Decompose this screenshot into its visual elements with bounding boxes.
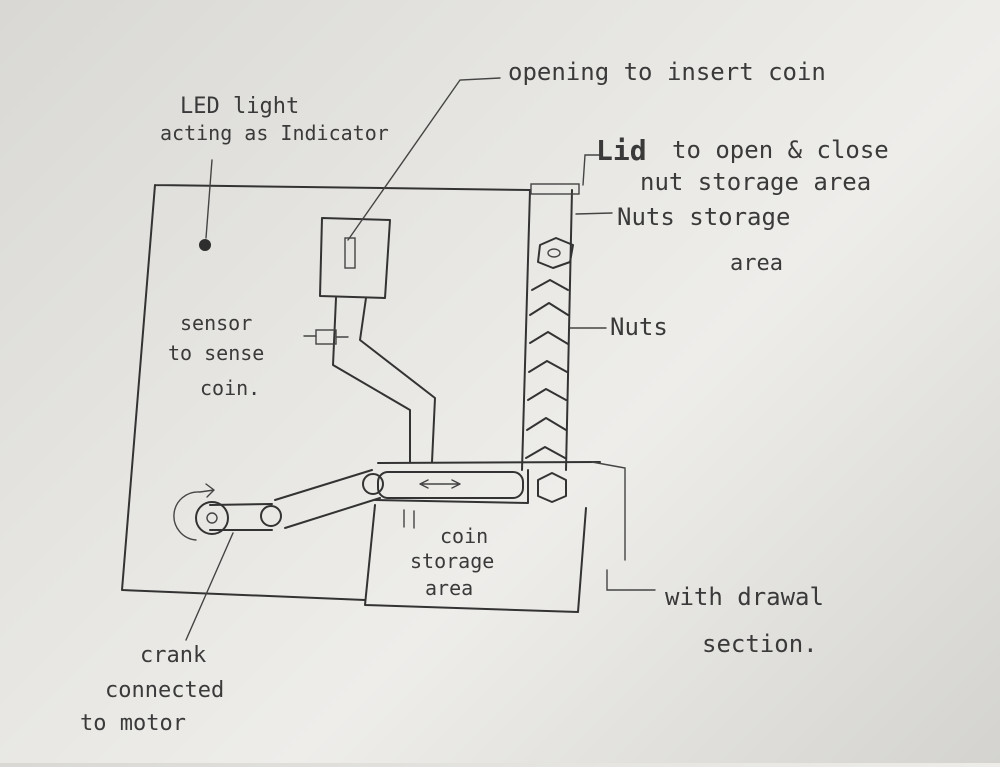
- led-indicator: [199, 239, 211, 251]
- coin-storage-box: [364, 504, 587, 613]
- crank-pivot: [260, 505, 282, 527]
- led-label-line-1: LED light: [180, 94, 299, 119]
- opening-label: opening to insert coin: [508, 58, 826, 86]
- lid-label-line-2: nut storage area: [640, 168, 871, 196]
- nut-5: [528, 360, 568, 373]
- storage-lid: [530, 183, 580, 195]
- coin-chute: [332, 297, 436, 463]
- slider-bar: [377, 471, 524, 499]
- rotation-arrow-icon: [173, 483, 215, 541]
- nuts-storage-label-2: area: [730, 251, 783, 276]
- crank-leader-line: [185, 532, 234, 641]
- crank-label-3: to motor: [80, 711, 186, 736]
- crank-wheel: [195, 501, 229, 535]
- storage-leader-line: [575, 212, 613, 215]
- withdrawal-label-2: section.: [702, 630, 818, 658]
- opening-leader-line: [347, 77, 501, 241]
- nut-storage-column: [521, 189, 573, 471]
- lid-label-word: Lid: [596, 134, 647, 167]
- withdrawal-label-1: with drawal: [665, 583, 824, 611]
- nut-4: [529, 331, 569, 345]
- sensor-label-2: to sense: [168, 341, 264, 365]
- connecting-rod: [274, 469, 381, 529]
- nuts-storage-label-1: Nuts storage: [617, 203, 790, 231]
- crank-label-2: connected: [105, 678, 224, 703]
- sensor-label-3: coin.: [200, 376, 260, 400]
- crank-hub: [206, 512, 218, 524]
- coin-storage-label-3: area: [425, 576, 473, 600]
- nut-3: [529, 302, 569, 316]
- lid-label-rest: to open & close: [672, 136, 889, 164]
- nut-top: [537, 237, 574, 269]
- nut-hole: [547, 248, 561, 258]
- led-label-line-2: acting as Indicator: [160, 121, 389, 145]
- withdrawal-leader-line: [591, 461, 656, 591]
- led-leader-line: [205, 159, 213, 239]
- nuts-label: Nuts: [610, 313, 668, 341]
- coin-sensor: [315, 329, 337, 345]
- nut-6: [527, 388, 567, 401]
- coin-slot-box: [319, 217, 391, 299]
- slide-direction-arrow: [419, 479, 461, 489]
- machine-enclosure: [121, 184, 531, 601]
- nut-stack: [525, 237, 574, 459]
- coin-storage-label-1: coin: [440, 524, 488, 548]
- nut-8: [525, 446, 566, 459]
- slider-channel: [374, 461, 601, 504]
- coin-slot-opening: [344, 237, 356, 269]
- lid-leader-line: [582, 154, 601, 186]
- crank-arm: [209, 503, 273, 531]
- nut-2: [531, 279, 569, 291]
- dispensed-nut: [537, 472, 567, 503]
- rod-pivot: [362, 473, 384, 495]
- sensor-label-1: sensor: [180, 311, 252, 335]
- coin-storage-label-2: storage: [410, 549, 494, 573]
- nut-7: [526, 417, 567, 431]
- crank-label-1: crank: [140, 643, 206, 668]
